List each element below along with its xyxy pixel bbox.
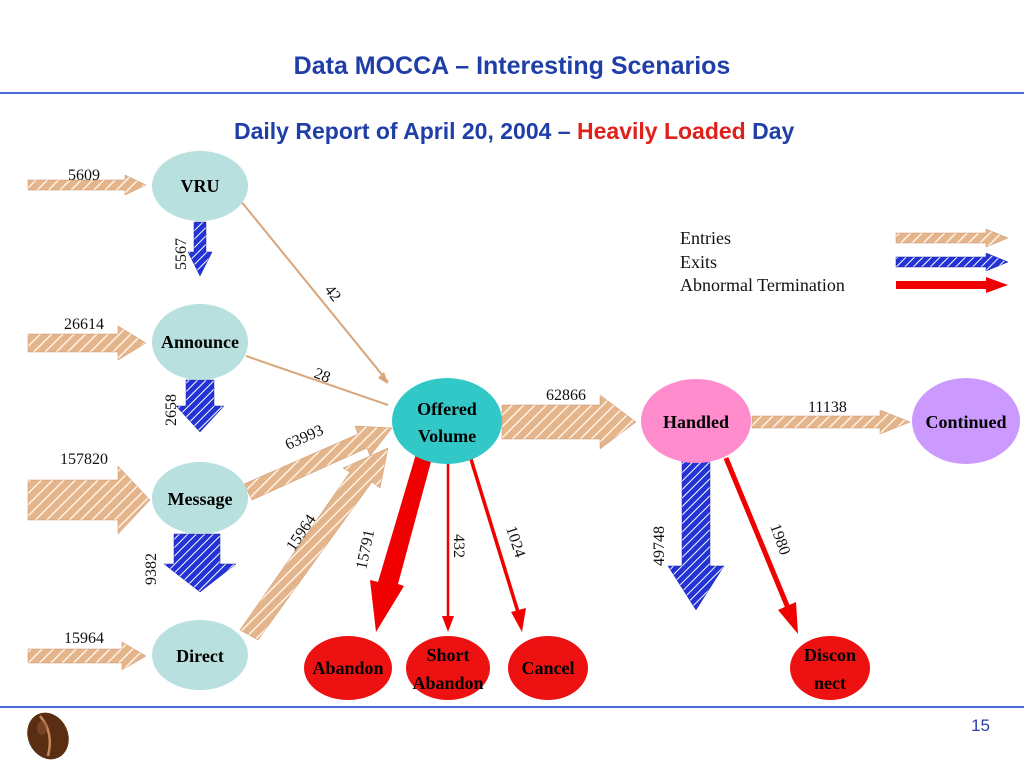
node-direct-label: Direct	[176, 646, 224, 666]
abnormal-line-cancel	[468, 455, 520, 613]
flow-arrow-handled-continued	[751, 409, 911, 435]
node-disconnect-label-2: nect	[814, 673, 846, 693]
label-message-to-offered: 63993	[283, 422, 326, 454]
coffee-bean-logo	[27, 712, 69, 760]
node-short-abandon-label-2: Abandon	[412, 673, 483, 693]
node-continued: Continued	[912, 378, 1020, 464]
label-entry-vru: 5609	[68, 167, 100, 184]
abnormal-head-cancel	[511, 608, 526, 632]
legend-abnormal-swatch	[896, 277, 1008, 293]
node-cancel-label: Cancel	[522, 658, 575, 678]
node-handled: Handled	[641, 379, 751, 463]
exit-arrow-handled	[667, 457, 725, 611]
node-disconnect-label-1: Discon	[804, 645, 856, 665]
node-handled-label: Handled	[663, 412, 729, 432]
legend-entry-swatch	[895, 228, 1009, 248]
flow-arrow-offered-handled	[501, 394, 637, 450]
abnormal-head-disconnect	[778, 602, 798, 634]
slide-subtitle: Daily Report of April 20, 2004 – Heavily…	[234, 118, 794, 145]
page-number: 15	[971, 716, 990, 735]
flow-arrow-message-offered	[243, 425, 393, 501]
label-vru-to-offered: 42	[321, 282, 344, 305]
flow-head-vru-offered	[378, 372, 388, 384]
node-abandon: Abandon	[304, 636, 392, 700]
node-vru: VRU	[152, 151, 248, 221]
subtitle-day-text: Day	[745, 118, 795, 144]
subtitle-date-text: Daily Report of April 20, 2004 –	[234, 118, 577, 144]
label-announce-to-offered: 28	[312, 365, 333, 387]
node-vru-label: VRU	[181, 176, 220, 196]
flow-arrow-direct-offered	[239, 447, 389, 641]
node-continued-label: Continued	[925, 412, 1006, 432]
node-announce-label: Announce	[161, 332, 239, 352]
footer-divider	[0, 706, 1024, 708]
exit-arrow-vru-announce	[187, 221, 213, 277]
entry-arrow-announce	[27, 325, 147, 361]
entry-arrow-direct	[27, 641, 147, 671]
slide-title: Data MOCCA – Interesting Scenarios	[293, 52, 731, 80]
title-divider	[0, 92, 1024, 94]
node-offered-label-1: Offered	[417, 399, 477, 419]
legend-exits-label: Exits	[680, 252, 717, 272]
label-offered-to-cancel: 1024	[502, 524, 528, 560]
exit-arrow-message-direct	[163, 533, 237, 593]
label-entry-announce: 26614	[64, 316, 104, 333]
label-entry-direct: 15964	[64, 630, 104, 647]
label-entry-message: 157820	[60, 451, 108, 468]
flow-line-vru-offered	[239, 199, 389, 383]
flow-line-announce-offered	[245, 355, 389, 406]
node-announce: Announce	[152, 304, 248, 380]
node-offered-volume: Offered Volume	[392, 378, 502, 464]
node-direct: Direct	[152, 620, 248, 690]
abnormal-line-disconnect	[723, 457, 791, 609]
label-offered-to-short-abandon: 432	[450, 534, 467, 558]
node-message-label: Message	[168, 489, 233, 509]
node-abandon-label: Abandon	[312, 658, 383, 678]
legend: Entries Exits Abnormal Termination	[680, 228, 1009, 295]
label-offered-to-abandon: 15791	[353, 528, 378, 571]
node-offered-label-2: Volume	[418, 426, 476, 446]
label-announce-to-message: 2658	[163, 394, 180, 426]
subtitle-highlight: Heavily Loaded	[577, 118, 746, 144]
label-vru-to-announce: 5567	[173, 238, 190, 270]
legend-entries-label: Entries	[680, 228, 731, 248]
label-offered-to-handled: 62866	[546, 387, 586, 404]
entry-arrow-message	[27, 465, 151, 535]
abnormal-head-short-abandon	[442, 616, 454, 632]
label-handled-exit: 49748	[651, 526, 668, 566]
node-message: Message	[152, 462, 248, 534]
node-short-abandon-label-1: Short	[426, 645, 469, 665]
entry-arrow-vru	[27, 174, 147, 196]
abnormal-arrow-abandon	[370, 454, 432, 632]
node-cancel: Cancel	[508, 636, 588, 700]
node-disconnect: Discon nect	[790, 636, 870, 700]
label-handled-to-continued: 11138	[808, 399, 847, 416]
label-handled-to-disconnect: 1980	[766, 522, 793, 558]
exit-arrow-announce-message	[175, 379, 225, 433]
node-short-abandon: Short Abandon	[406, 636, 490, 700]
legend-abnormal-label: Abnormal Termination	[680, 275, 845, 295]
legend-exit-swatch	[895, 252, 1009, 272]
label-message-to-direct: 9382	[143, 553, 160, 585]
